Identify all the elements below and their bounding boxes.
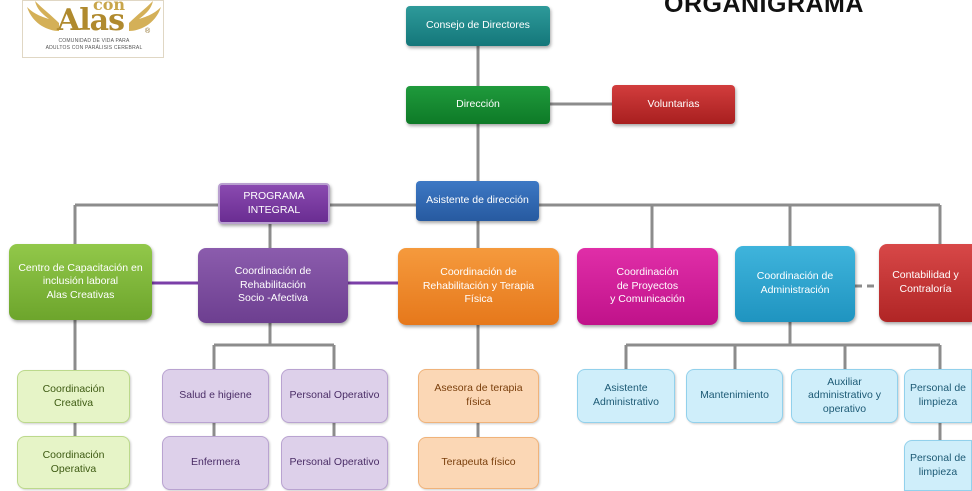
page-title: ORGANIGRAMA <box>664 0 864 18</box>
node-personal-limpieza-1: Personal de limpieza <box>904 369 972 423</box>
node-coord-creativa: Coordinación Creativa <box>17 370 130 423</box>
logo: con Alas ® COMUNIDAD DE VIDA PARA ADULTO… <box>22 0 164 58</box>
node-mantenimiento: Mantenimiento <box>686 369 783 423</box>
node-centro-capacitacion: Centro de Capacitación en inclusión labo… <box>9 244 152 320</box>
right-wing-icon <box>129 1 161 31</box>
node-programa-integral: PROGRAMA INTEGRAL <box>218 183 330 224</box>
logo-tagline: COMUNIDAD DE VIDA PARA ADULTOS CON PARÁL… <box>27 38 161 52</box>
node-coord-terapia-fisica: Coordinación de Rehabilitación y Terapia… <box>398 248 559 325</box>
node-personal-limpieza-2: Personal de limpieza <box>904 440 972 491</box>
node-direccion: Dirección <box>406 86 550 124</box>
node-coord-socio-afectiva: Coordinación de Rehabilitación Socio -Af… <box>198 248 348 323</box>
logo-wordmark: Alas <box>57 3 125 38</box>
logo-script-text: con <box>93 0 126 14</box>
node-auxiliar-administrativo: Auxiliar administrativo y operativo <box>791 369 898 423</box>
logo-registered-mark: ® <box>145 28 151 35</box>
node-personal-operativo-1: Personal Operativo <box>281 369 388 423</box>
node-asistente-direccion: Asistente de dirección <box>416 181 539 221</box>
node-coord-operativa: Coordinación Operativa <box>17 436 130 489</box>
node-coord-proyectos: Coordinación de Proyectos y Comunicación <box>577 248 718 325</box>
node-voluntarias: Voluntarias <box>612 85 735 124</box>
node-contabilidad: Contabilidad y Contraloría <box>879 244 972 322</box>
node-asistente-administrativo: Asistente Administrativo <box>577 369 675 423</box>
node-terapeuta-fisico: Terapeuta físico <box>418 437 539 489</box>
left-wing-icon <box>27 1 59 31</box>
node-salud-higiene: Salud e higiene <box>162 369 269 423</box>
node-enfermera: Enfermera <box>162 436 269 490</box>
logo-tagline-line-2: ADULTOS CON PARÁLISIS CEREBRAL <box>45 45 143 51</box>
node-coord-administracion: Coordinación de Administración <box>735 246 855 322</box>
node-personal-operativo-2: Personal Operativo <box>281 436 388 490</box>
logo-tagline-line-1: COMUNIDAD DE VIDA PARA <box>58 38 130 44</box>
node-consejo-directores: Consejo de Directores <box>406 6 550 46</box>
node-asesora-terapia: Asesora de terapia física <box>418 369 539 423</box>
